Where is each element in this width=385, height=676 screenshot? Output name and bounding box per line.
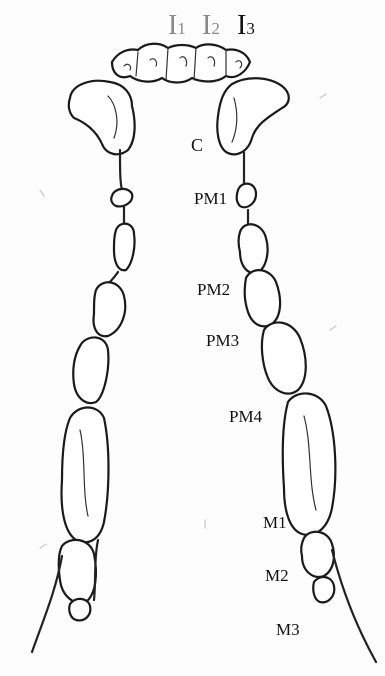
incisor-label-2: I2 [202,10,220,41]
incisor-label-3: I3 [237,10,255,41]
paper-specks [39,93,337,549]
canine-label: C [191,135,204,155]
pm4-label: PM4 [229,407,263,426]
right-canine-tooth [216,77,290,156]
incisor-row [110,42,252,84]
left-molar-tooth [60,406,110,544]
right-molar-tooth [281,392,337,536]
left-tooth-row [30,148,136,654]
m1-label: M1 [263,513,287,532]
pm2-label: PM2 [197,280,231,299]
pm3-label: PM3 [206,331,240,350]
m3-label: M3 [276,620,300,639]
incisor-label-1: I1 [168,10,186,41]
left-canine-tooth [67,79,136,156]
pm1-label: PM1 [194,189,228,208]
m2-label: M2 [265,566,289,585]
right-tooth-row [235,150,378,664]
